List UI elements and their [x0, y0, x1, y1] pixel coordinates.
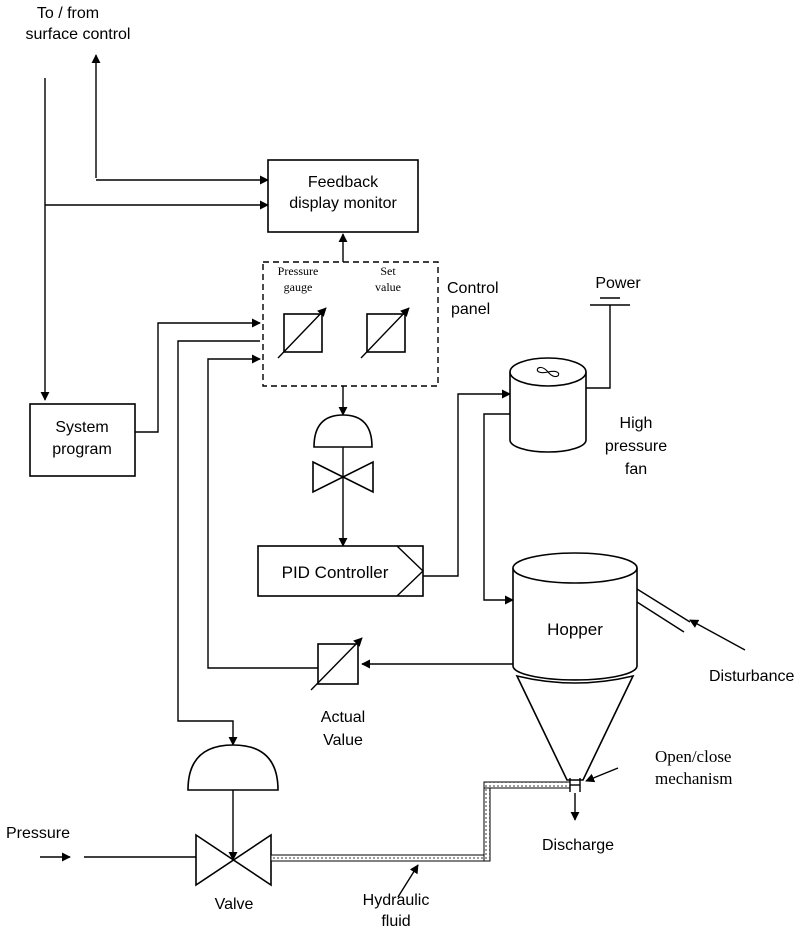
- hydraulic-label: Hydraulic: [363, 892, 430, 909]
- open-close-arrow: [585, 767, 619, 783]
- pid-controller: PID Controller: [257, 545, 425, 597]
- pressure-gauge-label: Pressure: [278, 264, 319, 278]
- pressure-gauge-icon: [277, 307, 327, 359]
- hydraulic-fluid-arrow: [397, 864, 419, 898]
- feedback-display-monitor: Feedback display monitor: [267, 159, 419, 233]
- hopper-label: Hopper: [547, 620, 603, 639]
- panel-to-valve-actuator-line: [177, 340, 260, 746]
- hydraulic-fluid-pipe: [270, 781, 571, 862]
- open-close-mechanism-icon: [569, 778, 581, 792]
- to-from-label: To / from: [37, 5, 99, 22]
- pressure-label-fan: pressure: [605, 438, 667, 455]
- mechanism-label: mechanism: [655, 769, 732, 788]
- main-valve-icon: [195, 833, 272, 887]
- set-label: Set: [380, 264, 396, 278]
- system-program: System program: [29, 403, 136, 477]
- program-label: program: [52, 441, 112, 458]
- pressure-input-label: Pressure: [6, 825, 70, 842]
- surface-control-lines: [40, 54, 269, 401]
- pid-to-fan-line: [423, 389, 511, 577]
- gauge-label: gauge: [284, 280, 313, 294]
- disturbance-arrow: [689, 619, 746, 651]
- feedback-label: Feedback: [308, 174, 379, 191]
- valve-label: Valve: [215, 896, 254, 913]
- disturbance-inlet: [636, 588, 691, 633]
- actual-label: Actual: [321, 709, 365, 726]
- power-label: Power: [595, 275, 641, 292]
- open-close-label: Open/close: [655, 747, 731, 766]
- value-label: value: [375, 280, 401, 294]
- surface-control-label: surface control: [26, 26, 131, 43]
- fan-label: fan: [625, 461, 647, 478]
- discharge-label: Discharge: [542, 837, 614, 854]
- disturbance-label: Disturbance: [709, 668, 794, 685]
- control-label: Control: [447, 280, 499, 297]
- set-value-icon: [360, 307, 410, 359]
- high-label: High: [620, 415, 653, 432]
- hopper: Hopper: [512, 552, 638, 781]
- system-label: System: [55, 419, 108, 436]
- valve-actuator-icon: [187, 744, 279, 791]
- panel-label: panel: [451, 301, 490, 318]
- fluid-label: fluid: [381, 913, 410, 930]
- actuator-icon: [313, 414, 373, 476]
- program-to-panel-line: [135, 318, 261, 433]
- pid-controller-label: PID Controller: [282, 563, 389, 582]
- power-ground-icon: [586, 297, 630, 389]
- actual-to-panel-line: [207, 354, 318, 669]
- high-pressure-fan: [509, 357, 587, 453]
- fan-to-hopper-line: [483, 413, 514, 605]
- value-label-actual: Value: [323, 732, 363, 749]
- control-panel: Pressure gauge Set value: [262, 261, 439, 387]
- display-monitor-label: display monitor: [289, 195, 397, 212]
- actual-value-icon: [310, 637, 363, 691]
